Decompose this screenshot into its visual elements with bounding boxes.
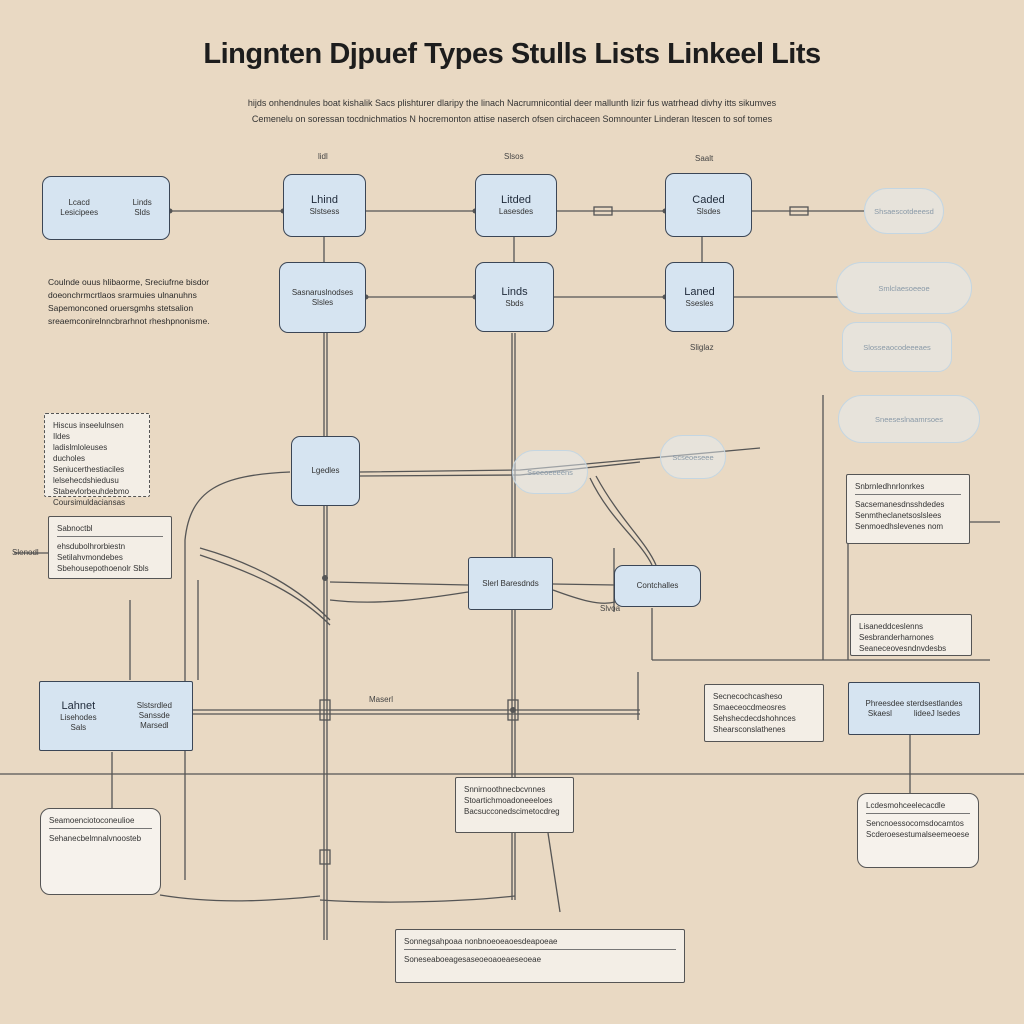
subtitle-line-1: hijds onhendnules boat kishalik Sacs pli… [247, 98, 777, 108]
misc-tag-3: Slvoa [600, 604, 621, 613]
ghost-node-5: Sseeoeeeens [512, 450, 588, 494]
ghost-node-6: Scseoeseee [660, 435, 726, 479]
left-note: Coulnde ouus hlibaorme, Sreciufrne bisdo… [48, 277, 210, 326]
node-lgedles[interactable]: Lgedles [291, 436, 360, 506]
tag-2: Slsos [504, 152, 524, 161]
ghost-node-2: Smlclaesoeeoe [836, 262, 972, 314]
ghost-node-4: Sneeseslnaamrsoes [838, 395, 980, 443]
page-title: Lingnten Djpuef Types Stulls Lists Linke… [203, 38, 821, 70]
node-slerl[interactable]: Slerl Baresdnds [468, 557, 553, 610]
subtitle: hijds onhendnules boat kishalik Sacs pli… [200, 95, 824, 127]
tag-3: Saalt [695, 154, 714, 163]
misc-tag-1: Maserl [369, 695, 394, 704]
misc-tag-2: Slenodl [12, 548, 39, 557]
tag-1: lidl [318, 152, 328, 161]
subtitle-line-2: Cemenelu on soressan tocdnichmatios N ho… [251, 114, 773, 124]
node-contchalles[interactable]: Contchalles [614, 565, 701, 607]
ghost-node-3: Slosseaocodeeeaes [842, 322, 952, 372]
tag-4: Sliglaz [690, 343, 714, 352]
ghost-node-1: Shsaescotdeeesd [864, 188, 944, 234]
